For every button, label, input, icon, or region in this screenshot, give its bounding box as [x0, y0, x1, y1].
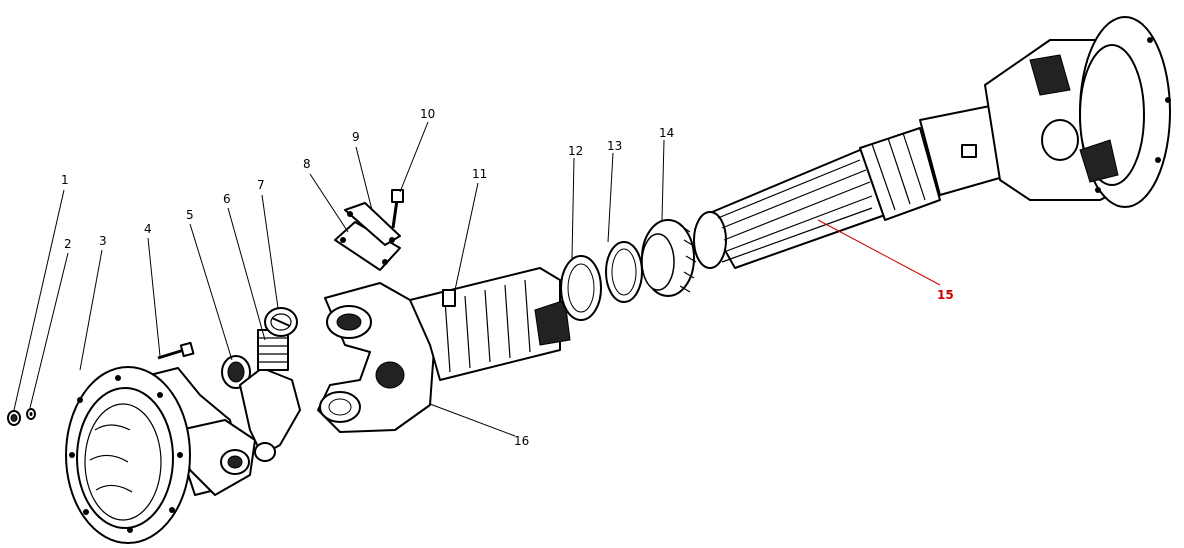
part-splined-shaft: [693, 16, 1171, 269]
callout-14: 14: [659, 126, 674, 140]
part-slip-yoke: [317, 267, 571, 433]
callout-7: 7: [257, 178, 265, 192]
callout-3: 3: [99, 234, 107, 248]
callout-8: 8: [303, 157, 311, 171]
part-bearing-race: [641, 219, 697, 297]
callout-12: 12: [568, 144, 583, 158]
callout-1: 1: [61, 173, 69, 187]
callout-2: 2: [64, 237, 72, 251]
part-spider-cross: [239, 307, 301, 462]
callout-15: 15: [937, 288, 954, 302]
part-washer: [26, 408, 36, 420]
callout-16: 16: [514, 434, 529, 448]
callout-5: 5: [186, 208, 194, 222]
callout-10: 10: [420, 107, 435, 121]
part-bearing-cup: [221, 355, 251, 389]
part-nut: [7, 410, 21, 426]
callout-6: 6: [223, 192, 231, 206]
callout-13: 13: [607, 139, 622, 153]
part-bolt-vertical: [391, 189, 404, 229]
part-gasket-plate: [334, 202, 401, 271]
part-bolt-small: [157, 341, 195, 360]
callout-9: 9: [352, 130, 360, 144]
part-snap-rings: [560, 241, 643, 321]
callout-11: 11: [472, 167, 487, 181]
callout-labels: 1 2 3 4 5 6 7 8 9 10 11 12 13 14 15 16: [61, 107, 954, 448]
leader-lines: [13, 121, 941, 437]
callout-4: 4: [144, 222, 152, 236]
part-flange-yoke: [65, 366, 256, 544]
